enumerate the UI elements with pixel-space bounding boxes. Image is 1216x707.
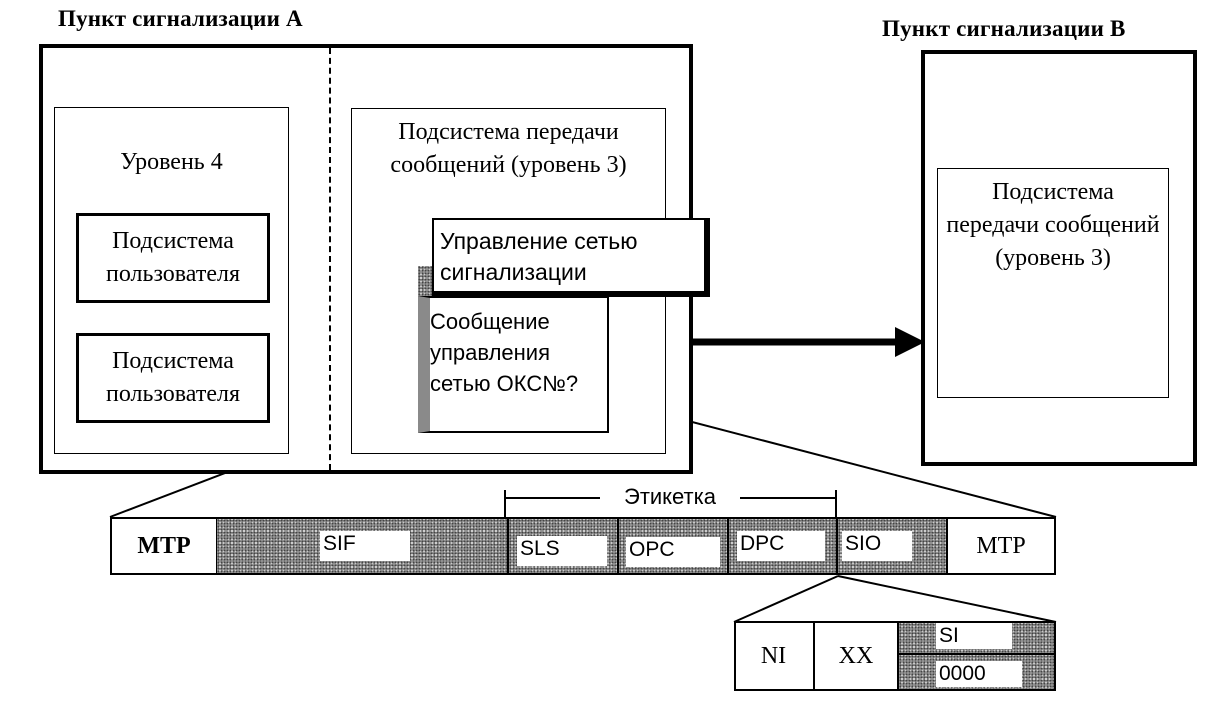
user-subsystem-label-2: Подсистема пользователя [106, 348, 240, 407]
frame-field-dpc-label: DPC [737, 531, 825, 561]
frame-field-sls-label: SLS [517, 536, 607, 566]
label-bracket-text: Этикетка [602, 483, 738, 511]
sio-detail-si-label: SI [936, 623, 1012, 649]
message-box: Сообщение управления сетью ОКС№? [418, 296, 609, 433]
dashed-divider [329, 48, 331, 470]
sio-detail-xx-label: XX [838, 642, 874, 669]
point-b-title: Пункт сигнализации В [882, 16, 1126, 41]
sio-detail-xx: XX [815, 621, 899, 691]
level-4-label: Уровень 4 [120, 149, 223, 175]
sio-detail-ni: NI [734, 621, 815, 691]
mtp-level3-box-b [937, 168, 1169, 398]
user-subsystem-box-2: Подсистема пользователя [76, 333, 270, 423]
frame-field-sif-label: SIF [320, 531, 410, 561]
network-mgmt-box: Управление сетью сигнализации [432, 218, 710, 297]
frame-field-sio-label: SIO [842, 531, 912, 561]
user-subsystem-box-1: Подсистема пользователя [76, 213, 270, 303]
frame-field-mtp-left-label: MTP [137, 532, 191, 559]
frame-field-mtp-right: MTP [946, 517, 1056, 575]
frame-field-mtp-left: MTP [110, 517, 218, 575]
user-subsystem-label-1: Подсистема пользователя [106, 228, 240, 287]
mtp-level3-label-a: Подсистема передачи сообщений (уровень 3… [390, 119, 627, 178]
frame-field-mtp-right-label: MTP [976, 532, 1026, 559]
sio-detail-si-value-label: 0000 [936, 661, 1022, 687]
point-a-title: Пункт сигнализации А [58, 6, 303, 31]
network-mgmt-label: Управление сетью сигнализации [440, 228, 638, 285]
frame-field-opc-label: OPC [626, 537, 720, 567]
mtp-level3-label-b: Подсистема передачи сообщений (уровень 3… [946, 179, 1160, 271]
sio-detail-ni-label: NI [760, 642, 787, 669]
message-label: Сообщение управления сетью ОКС№? [430, 309, 579, 396]
